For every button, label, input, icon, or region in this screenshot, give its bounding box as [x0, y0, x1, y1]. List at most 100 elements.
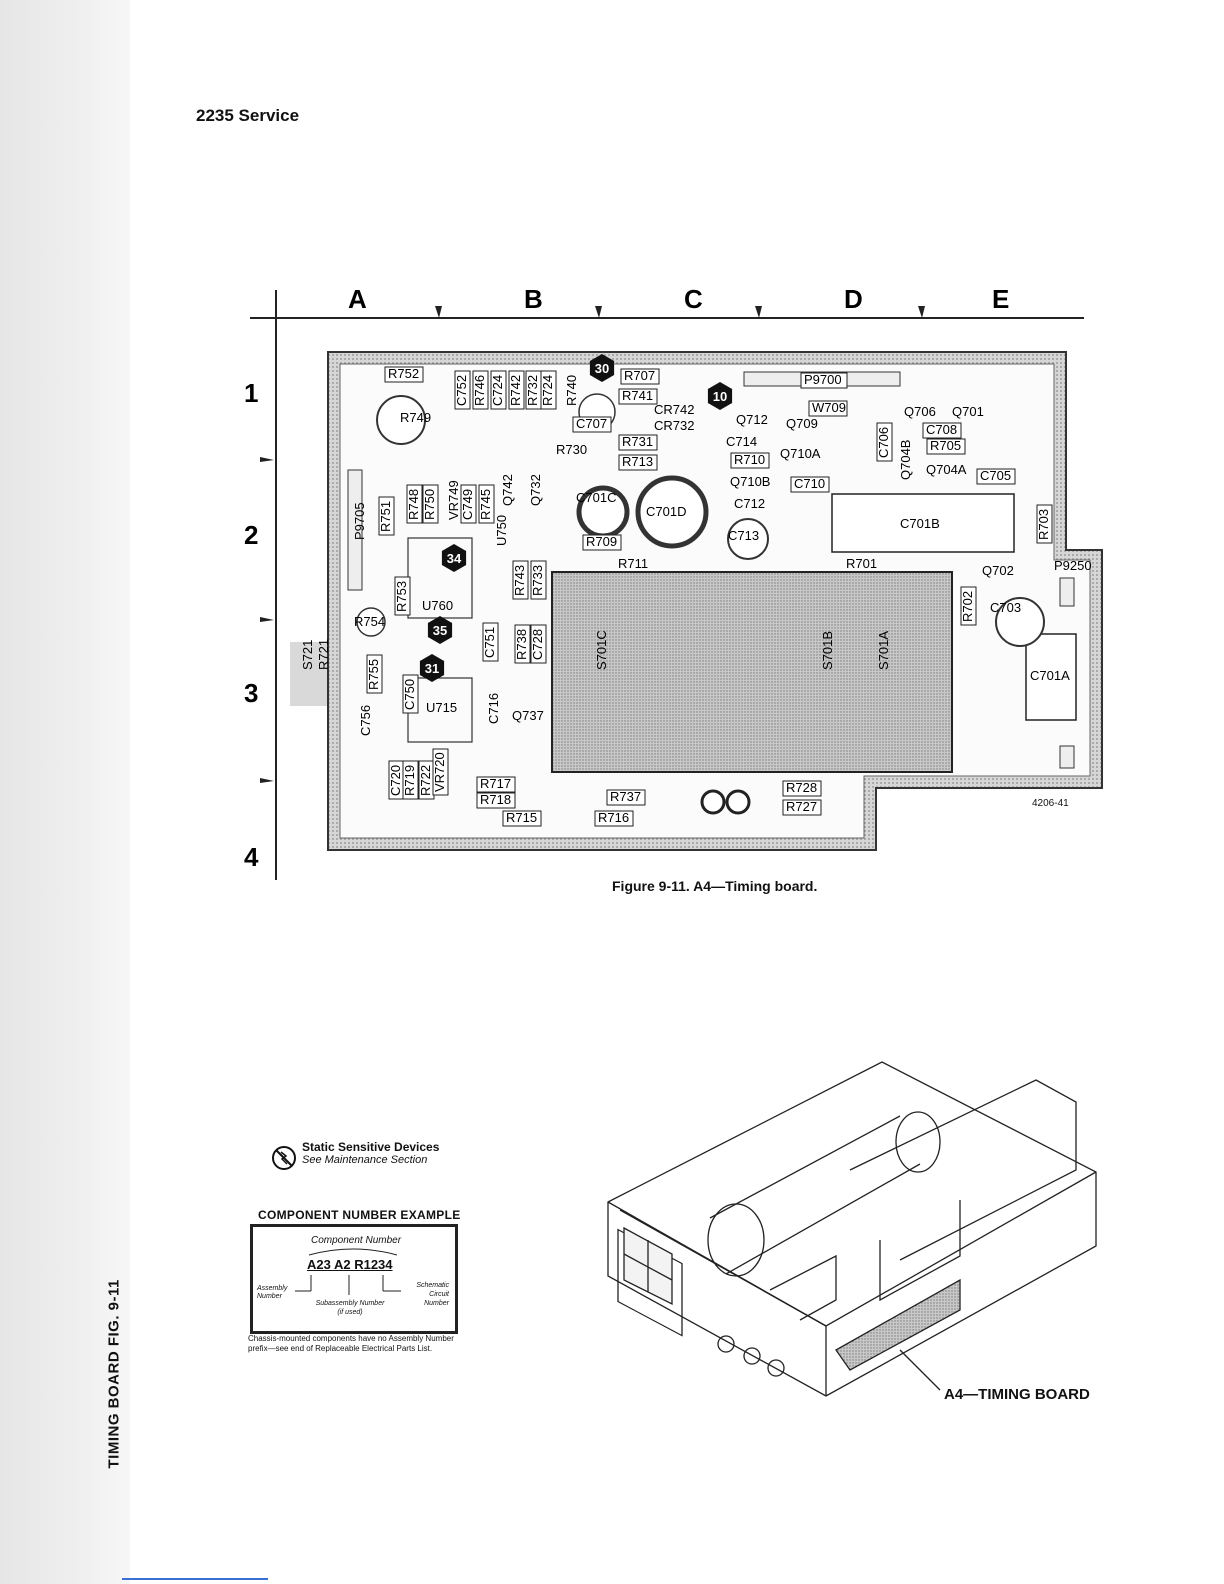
component-vr720: VR720 [432, 748, 449, 796]
svg-text:R707: R707 [624, 368, 655, 383]
component-u750: U750 [494, 515, 509, 546]
svg-text:C713: C713 [728, 528, 759, 543]
component-q710a: Q710A [780, 446, 821, 461]
svg-text:C724: C724 [490, 375, 505, 406]
svg-text:R716: R716 [598, 810, 629, 825]
svg-text:R740: R740 [564, 375, 579, 406]
component-r701: R701 [846, 556, 877, 571]
static-sensitive-icon [272, 1146, 296, 1170]
svg-text:R731: R731 [622, 434, 653, 449]
component-q712: Q712 [736, 412, 768, 427]
svg-text:Q712: Q712 [736, 412, 768, 427]
svg-text:R721: R721 [316, 639, 331, 670]
component-c706: C706 [876, 422, 893, 462]
component-cr732: CR732 [654, 418, 694, 433]
svg-text:R715: R715 [506, 810, 537, 825]
svg-text:R732: R732 [525, 375, 540, 406]
svg-text:C752: C752 [454, 375, 469, 406]
svg-text:R719: R719 [402, 765, 417, 796]
svg-text:P9705: P9705 [352, 502, 367, 540]
component-r733: R733 [530, 560, 547, 600]
component-c728: C728 [530, 624, 547, 664]
svg-text:Q704B: Q704B [898, 440, 913, 480]
side-tab-label: TIMING BOARD FIG. 9-11 [105, 1279, 123, 1469]
svg-text:Q702: Q702 [982, 563, 1014, 578]
svg-text:P9250: P9250 [1054, 558, 1092, 573]
binding-edge [0, 0, 130, 1584]
svg-text:C708: C708 [926, 422, 957, 437]
svg-text:Q706: Q706 [904, 404, 936, 419]
svg-text:R717: R717 [480, 776, 511, 791]
component-r715: R715 [502, 810, 542, 827]
column-label: A [348, 284, 367, 314]
svg-text:Q709: Q709 [786, 416, 818, 431]
svg-text:P9700: P9700 [804, 372, 842, 387]
component-u760: U760 [422, 598, 453, 613]
svg-text:C720: C720 [388, 765, 403, 796]
reference-number: 4206-41 [1032, 798, 1069, 809]
svg-text:R743: R743 [512, 565, 527, 596]
component-q732: Q732 [528, 474, 543, 506]
component-number-example-title: COMPONENT NUMBER EXAMPLE [258, 1208, 461, 1222]
svg-text:R701: R701 [846, 556, 877, 571]
svg-text:S701B: S701B [820, 631, 835, 670]
component-cr742: CR742 [654, 402, 694, 417]
svg-text:C714: C714 [726, 434, 757, 449]
callout-34: 34 [441, 544, 467, 572]
component-w709: W709 [808, 400, 848, 417]
svg-text:R724: R724 [540, 375, 555, 406]
static-title: Static Sensitive Devices [302, 1140, 440, 1154]
column-label: C [684, 284, 703, 314]
component-u715: U715 [426, 700, 457, 715]
component-r754: R754 [354, 614, 385, 629]
row-label: 3 [244, 678, 258, 708]
svg-text:C716: C716 [486, 693, 501, 724]
component-r721: R721 [316, 639, 331, 670]
component-vr749: VR749 [446, 480, 461, 520]
component-c707: C707 [572, 416, 612, 433]
component-q706: Q706 [904, 404, 936, 419]
svg-text:R750: R750 [422, 489, 437, 520]
component-r737: R737 [606, 789, 646, 806]
svg-text:C750: C750 [402, 679, 417, 710]
row-label: 4 [244, 842, 259, 872]
svg-text:30: 30 [595, 361, 609, 376]
svg-text:R749: R749 [400, 410, 431, 425]
svg-text:U715: U715 [426, 700, 457, 715]
svg-text:C701B: C701B [900, 516, 940, 531]
svg-text:R702: R702 [960, 591, 975, 622]
component-c708: C708 [922, 422, 962, 439]
svg-text:C749: C749 [460, 489, 475, 520]
callout-35: 35 [427, 616, 453, 644]
svg-text:S721: S721 [300, 640, 315, 670]
component-q737: Q737 [512, 708, 544, 723]
component-c712: C712 [734, 496, 765, 511]
component-q701: Q701 [952, 404, 984, 419]
row-label: 1 [244, 378, 258, 408]
component-r752: R752 [384, 366, 424, 383]
svg-text:C705: C705 [980, 468, 1011, 483]
svg-text:C712: C712 [734, 496, 765, 511]
component-c701b: C701B [900, 516, 940, 531]
component-r703: R703 [1036, 504, 1053, 544]
svg-text:R755: R755 [366, 659, 381, 690]
component-r716: R716 [594, 810, 634, 827]
svg-text:R711: R711 [618, 556, 648, 571]
component-r730: R730 [556, 442, 587, 457]
svg-text:R748: R748 [406, 489, 421, 520]
component-r743: R743 [512, 560, 529, 600]
svg-text:S701A: S701A [876, 631, 891, 670]
component-c713: C713 [728, 528, 759, 543]
svg-text:S701C: S701C [594, 630, 609, 670]
callout-31: 31 [419, 654, 445, 682]
component-r745: R745 [478, 484, 495, 524]
component-r750: R750 [422, 484, 439, 524]
svg-text:R722: R722 [418, 765, 433, 796]
component-r728: R728 [782, 780, 822, 797]
svg-text:C703: C703 [990, 600, 1021, 615]
component-r751: R751 [378, 496, 395, 536]
svg-text:31: 31 [425, 661, 439, 676]
row-label: 2 [244, 520, 258, 550]
component-r702: R702 [960, 586, 977, 626]
svg-text:Q704A: Q704A [926, 462, 967, 477]
